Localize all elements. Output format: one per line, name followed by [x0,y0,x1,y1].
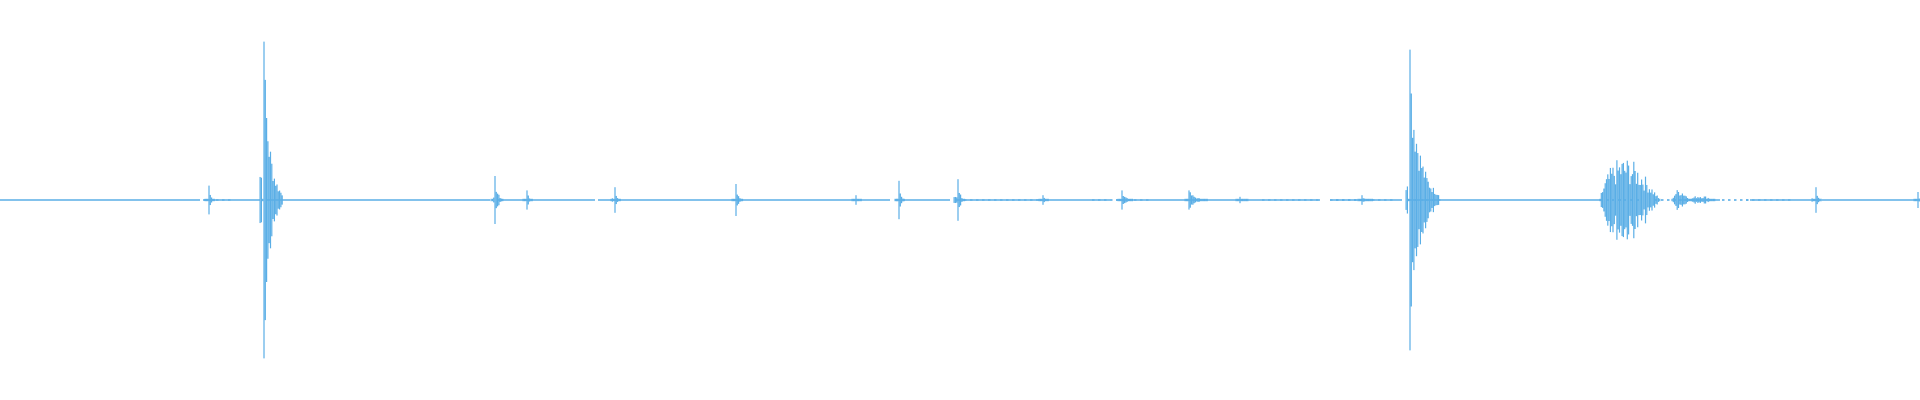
baseline-dot [1330,199,1333,201]
baseline-dot [1292,199,1295,201]
baseline-dot [1140,199,1143,201]
baseline-dot [1722,199,1725,201]
baseline-dot [1354,199,1357,201]
baseline-dot [1268,199,1271,201]
baseline-dot [1661,199,1664,201]
baseline-dot [1438,199,1441,201]
baseline-dot [1098,199,1101,201]
waveform-peaks [204,41,1920,359]
baseline-dot [228,199,231,201]
baseline-dot [988,199,991,201]
baseline-dot [994,199,997,201]
baseline-dot [1758,199,1761,201]
baseline-dot [1092,199,1095,201]
baseline-dot [1116,199,1119,201]
baseline-dot [964,199,967,201]
baseline-dot [222,199,225,201]
baseline-dot [1818,199,1821,201]
baseline-dot [1752,199,1755,201]
baseline-dot [1000,199,1003,201]
baseline-dot [1316,199,1319,201]
baseline-dot [1740,199,1743,201]
baseline-dot [1110,199,1113,201]
baseline-dot [1012,199,1015,201]
baseline-dot [1788,199,1791,201]
baseline-dot [1734,199,1737,201]
baseline-dot [1728,199,1731,201]
baseline-dot [1262,199,1265,201]
baseline-dot [1104,199,1107,201]
baseline-dot [1274,199,1277,201]
baseline-dot [1298,199,1301,201]
baseline-dot [1384,199,1387,201]
baseline-dot [1390,199,1393,201]
baseline-dot [1746,199,1749,201]
baseline-dot [1378,199,1381,201]
baseline-dot [1342,199,1345,201]
baseline-dot [1146,199,1149,201]
baseline-dot [1030,199,1033,201]
baseline-dot [982,199,985,201]
baseline-dot [1006,199,1009,201]
baseline-dot [976,199,979,201]
baseline-dot [1024,199,1027,201]
baseline-dot [1310,199,1313,201]
baseline-dot [216,199,219,201]
baseline-dot [1280,199,1283,201]
baseline-dot [1036,199,1039,201]
baseline-dot [1018,199,1021,201]
baseline-dot [1776,199,1779,201]
baseline-dot [1348,199,1351,201]
baseline-dot [1304,199,1307,201]
baseline-dot [1770,199,1773,201]
baseline-dot [1372,199,1375,201]
baseline-dot [1286,199,1289,201]
baseline-dot [1667,199,1670,201]
baseline-dot [970,199,973,201]
baseline-dot [1134,199,1137,201]
baseline-dot [1782,199,1785,201]
baseline-dot [1336,199,1339,201]
baseline-dot [1764,199,1767,201]
